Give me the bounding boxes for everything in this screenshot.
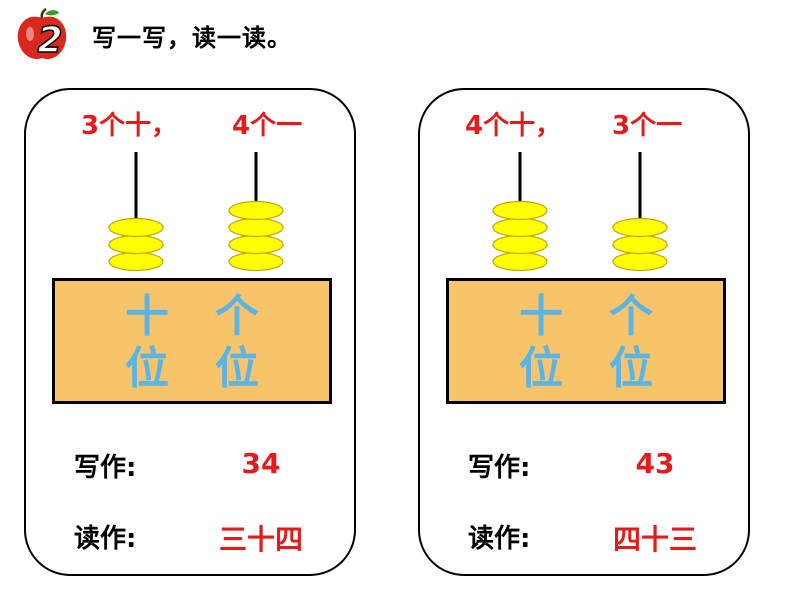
write-label: 写作: bbox=[468, 453, 531, 483]
tens-place-char-2: 位 bbox=[519, 343, 563, 394]
ones-place-char-1: 个 bbox=[609, 291, 653, 342]
instruction-title: 写一写，读一读。 bbox=[92, 24, 292, 52]
ones-bead bbox=[612, 251, 668, 272]
ones-count-label: 3个一 bbox=[612, 111, 683, 141]
ones-place-char-2: 位 bbox=[215, 343, 259, 394]
abacus-card-1: 3个十， 4个一 十 位 个 位 写作: 34 读作: 三十四 bbox=[24, 88, 356, 576]
write-value: 43 bbox=[635, 447, 675, 480]
tens-place-char-1: 十 bbox=[125, 291, 169, 342]
tens-count-label: 3个十， bbox=[81, 111, 178, 141]
ones-bead bbox=[228, 234, 284, 255]
abacus-rods bbox=[492, 152, 668, 272]
ones-count-label: 4个一 bbox=[232, 111, 303, 141]
place-value-box: 十 位 个 位 bbox=[52, 278, 332, 404]
abacus-card-2: 4个十， 3个一 十 位 个 位 写作: 43 读作: 四十三 bbox=[418, 88, 750, 576]
tens-place-label: 十 位 bbox=[511, 291, 571, 395]
read-value: 三十四 bbox=[218, 523, 303, 556]
ones-place-label: 个 位 bbox=[207, 291, 267, 395]
tens-bead bbox=[108, 217, 164, 238]
badge-number: 2 bbox=[37, 20, 62, 61]
read-label: 读作: bbox=[468, 524, 531, 554]
write-label: 写作: bbox=[74, 453, 137, 483]
tens-place-label: 十 位 bbox=[117, 291, 177, 395]
ones-bead bbox=[228, 200, 284, 221]
read-label: 读作: bbox=[74, 524, 137, 554]
ones-place-char-1: 个 bbox=[215, 291, 259, 342]
write-value: 34 bbox=[241, 447, 281, 480]
ones-place-char-2: 位 bbox=[609, 343, 653, 394]
ones-place-label: 个 位 bbox=[601, 291, 661, 395]
tens-bead bbox=[492, 251, 548, 272]
count-row: 3个十， 4个一 bbox=[26, 105, 354, 141]
ones-bead bbox=[612, 217, 668, 238]
ones-bead bbox=[228, 251, 284, 272]
tens-bead bbox=[492, 200, 548, 221]
tens-bead bbox=[492, 234, 548, 255]
tens-bead bbox=[492, 217, 548, 238]
tens-bead bbox=[108, 251, 164, 272]
page-header: 2 写一写，读一读。 bbox=[0, 0, 794, 70]
ones-bead bbox=[612, 234, 668, 255]
tens-place-char-2: 位 bbox=[125, 343, 169, 394]
place-value-box: 十 位 个 位 bbox=[446, 278, 726, 404]
apple-number-badge-icon: 2 bbox=[17, 8, 67, 62]
tens-bead bbox=[108, 234, 164, 255]
tens-place-char-1: 十 bbox=[519, 291, 563, 342]
abacus-rods bbox=[108, 152, 284, 272]
tens-count-label: 4个十， bbox=[465, 111, 562, 141]
ones-bead bbox=[228, 217, 284, 238]
count-row: 4个十， 3个一 bbox=[420, 105, 748, 141]
read-value: 四十三 bbox=[612, 523, 697, 556]
